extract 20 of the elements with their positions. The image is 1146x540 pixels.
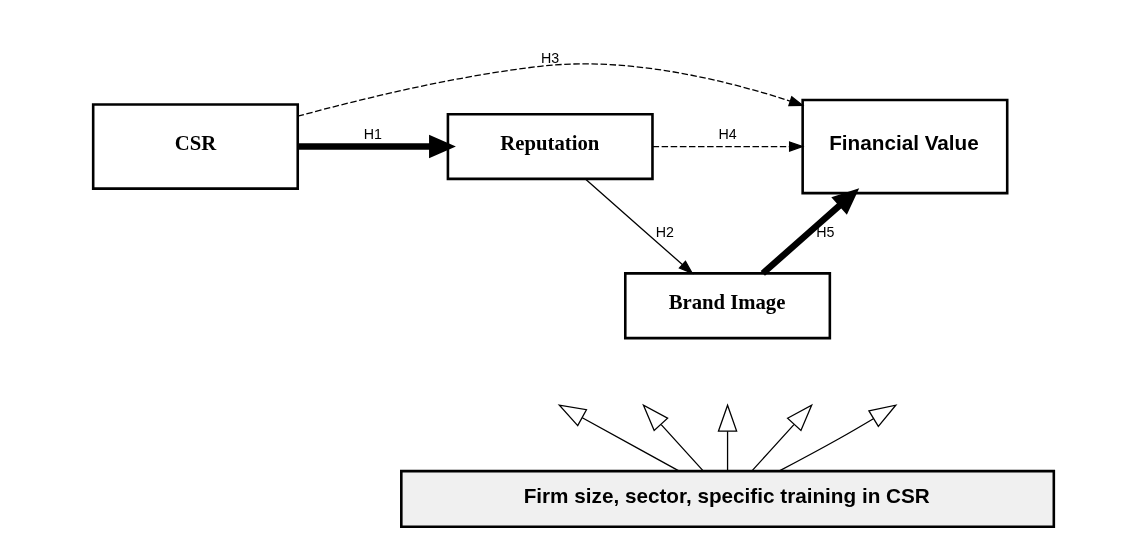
edge-label: H4 [717, 125, 737, 142]
arrow [760, 188, 859, 276]
arrow [778, 404, 897, 472]
node-box: Financial Value [800, 98, 1008, 195]
edge-label: H1 [363, 125, 382, 142]
edge-label: H2 [655, 223, 674, 240]
arrow [651, 141, 805, 152]
arrow [557, 404, 680, 472]
arrow [717, 403, 738, 472]
arrow [584, 178, 694, 275]
arrow [641, 403, 704, 472]
node-box: Reputation [446, 112, 654, 181]
node-box: CSR [91, 103, 299, 190]
node-box: Brand Image [623, 272, 831, 340]
arrow [750, 403, 813, 472]
node-box: Firm size, sector, specific training in CSR [399, 469, 1055, 529]
edge-label: H3 [540, 50, 559, 67]
edge-label: H5 [815, 223, 834, 240]
arrow [296, 63, 804, 117]
arrow [297, 134, 456, 159]
